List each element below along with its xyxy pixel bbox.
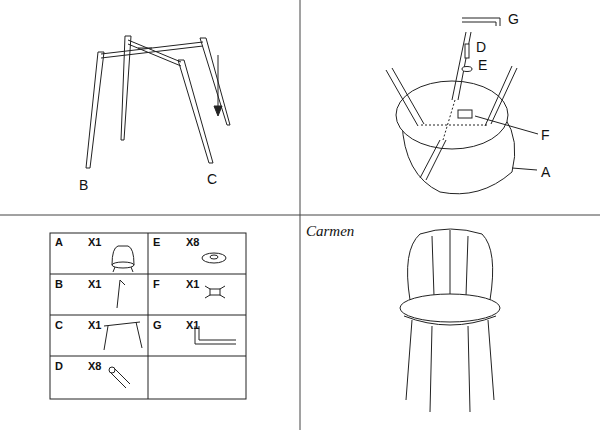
chair-upside-down — [386, 18, 538, 194]
quantity: X1 — [186, 320, 199, 331]
quantity: X1 — [88, 320, 101, 331]
part-letter: G — [508, 12, 519, 26]
part-letter: E — [478, 58, 487, 72]
part-letter: D — [55, 361, 63, 372]
parts-table — [50, 233, 246, 399]
quantity: X8 — [88, 361, 101, 372]
part-letter: F — [153, 279, 160, 290]
part-letter: B — [55, 279, 63, 290]
part-letter: A — [55, 237, 63, 248]
part-letter: G — [153, 320, 162, 331]
part-letter: C — [207, 172, 217, 186]
quantity: X1 — [88, 237, 101, 248]
part-letter: D — [476, 40, 486, 54]
part-letter: E — [153, 237, 160, 248]
model-name: Carmen — [306, 224, 354, 239]
quantity: X1 — [186, 279, 199, 290]
part-letter: F — [541, 128, 550, 142]
quantity: X8 — [186, 237, 199, 248]
chair-front — [400, 229, 500, 412]
part-letter: A — [541, 165, 550, 179]
leg-frame — [86, 36, 230, 168]
part-letter: C — [55, 320, 63, 331]
quantity: X1 — [88, 279, 101, 290]
part-letter: B — [79, 178, 88, 192]
